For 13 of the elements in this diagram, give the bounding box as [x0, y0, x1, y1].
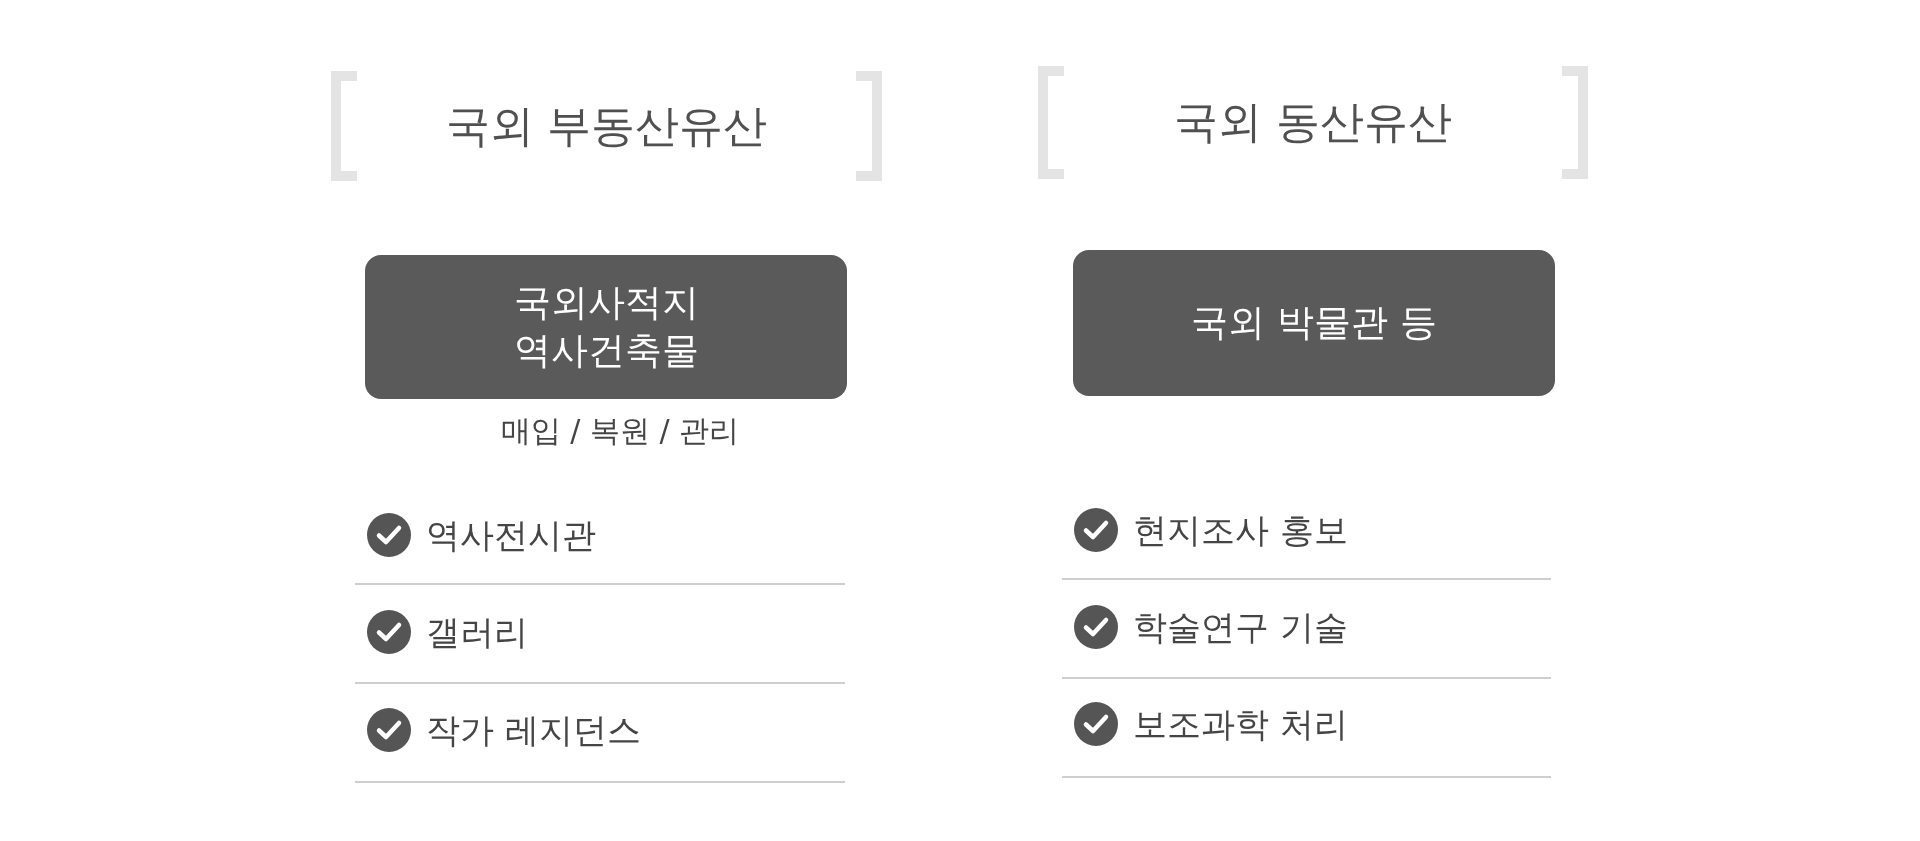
list-item-text: 작가 레지던스	[426, 709, 641, 751]
list-item-text: 학술연구 기술	[1133, 606, 1348, 648]
heading-text: 국외 동산유산	[1174, 96, 1452, 149]
list-item-text: 현지조사 홍보	[1133, 509, 1348, 551]
caption-text: 매입 / 복원 / 관리	[500, 413, 740, 449]
list-item-text: 갤러리	[426, 611, 528, 653]
rounded-box	[1073, 250, 1555, 396]
list-item-text: 역사전시관	[426, 514, 596, 556]
box-text: 국외사적지 역사건축물	[512, 279, 700, 374]
list-item-text: 보조과학 처리	[1133, 703, 1348, 745]
box-text: 국외 박물관 등	[1191, 299, 1437, 346]
rounded-box	[365, 255, 847, 399]
heading-text: 국외 부동산유산	[445, 99, 768, 153]
